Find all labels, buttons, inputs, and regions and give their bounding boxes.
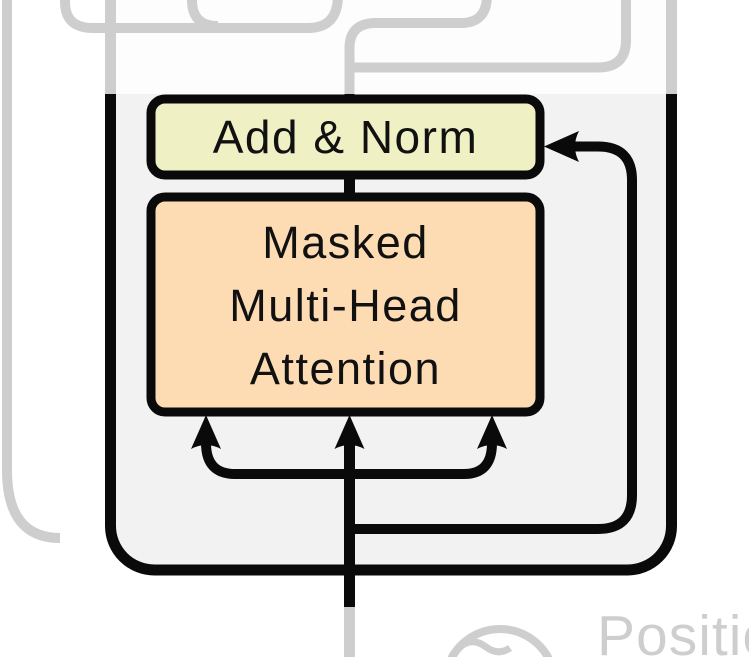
masked-multi-head-attention-box[interactable]: Masked Multi-Head Attention <box>146 192 545 417</box>
masked-attention-label-line1: Masked <box>262 217 429 268</box>
add-norm-box[interactable]: Add & Norm <box>146 94 545 180</box>
qkv-fork-line <box>201 442 497 479</box>
residual-arrowhead-icon <box>544 131 579 162</box>
center-input-arrowhead-icon <box>334 415 365 449</box>
right-fork-arrowhead-icon <box>477 415 507 449</box>
fade-overlay-left <box>0 94 100 607</box>
add-norm-label: Add & Norm <box>213 111 479 163</box>
masked-attention-label-line3: Attention <box>250 343 441 394</box>
arrowheads <box>191 131 579 449</box>
masked-attention-label-line2: Multi-Head <box>229 280 462 331</box>
masked-attention-box-shape[interactable] <box>146 192 545 417</box>
add-norm-box-shape[interactable] <box>146 94 545 180</box>
fade-overlay-top <box>0 0 749 94</box>
fade-overlay-bottom <box>0 607 749 657</box>
left-fork-arrowhead-icon <box>191 415 221 449</box>
residual-connection-line <box>352 141 637 534</box>
